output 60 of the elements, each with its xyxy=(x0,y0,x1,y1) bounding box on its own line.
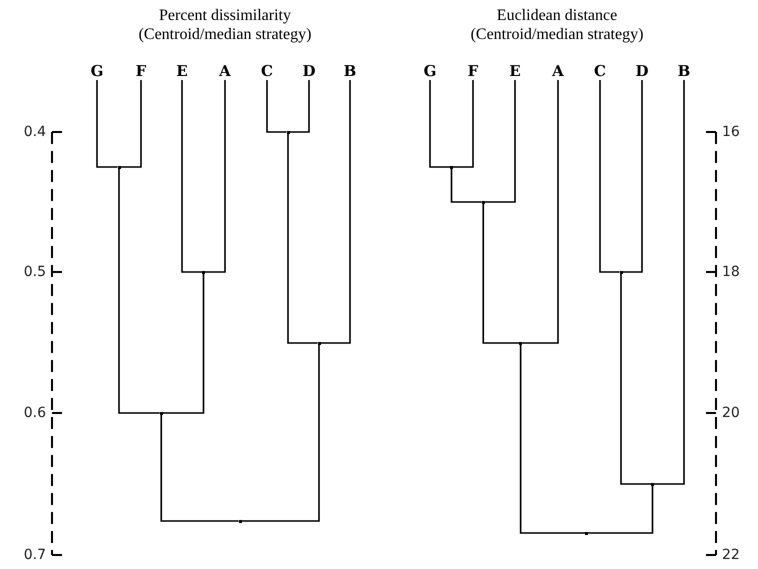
leaf-label: A xyxy=(217,62,233,80)
panel-title: Percent dissimilarity (Centroid/median strategy) xyxy=(138,6,312,44)
merge-point xyxy=(651,482,654,486)
dendrogram-branch xyxy=(96,80,118,168)
dendrogram-branch xyxy=(266,80,286,133)
leaf-label: B xyxy=(676,62,692,80)
dendrogram-branch xyxy=(287,134,318,344)
axis-tick-label: 0.4 xyxy=(24,124,46,140)
dendrogram-branch xyxy=(450,168,482,203)
leaf-label: G xyxy=(89,62,105,80)
merge-point xyxy=(202,270,205,274)
leaf-label: C xyxy=(592,62,608,80)
dendrogram-branch xyxy=(622,80,643,273)
dendrogram-branch xyxy=(118,168,160,414)
dendrogram-branch xyxy=(520,344,586,534)
axis-tick-label: 16 xyxy=(722,124,740,140)
leaf-label: E xyxy=(174,62,190,80)
dendrogram-branch xyxy=(429,80,450,168)
dendrogram-branch xyxy=(620,274,651,485)
dendrogram-branch xyxy=(242,344,320,522)
leaf-label: D xyxy=(634,62,650,80)
dendrogram-branch xyxy=(181,80,202,273)
axis-tick-label: 0.7 xyxy=(24,547,46,563)
dendrogram-branch xyxy=(482,204,520,344)
axis-tick-label: 22 xyxy=(722,547,740,563)
leaf-label: B xyxy=(342,62,358,80)
leaf-label: E xyxy=(507,62,523,80)
merge-point xyxy=(519,342,522,344)
dendrogram-branch xyxy=(160,414,239,522)
dendrogram-branch xyxy=(599,80,620,273)
axis-tick-label: 0.6 xyxy=(24,405,46,421)
leaf-label: F xyxy=(133,62,149,80)
merge-point xyxy=(482,200,485,204)
dendrogram-branch xyxy=(120,80,142,168)
leaf-label: G xyxy=(422,62,438,80)
dendrogram-branch xyxy=(588,486,654,534)
merge-point xyxy=(286,130,290,134)
merge-point xyxy=(160,412,163,414)
axis-tick-label: 18 xyxy=(722,264,740,280)
dendrogram-branch xyxy=(162,274,204,414)
merge-point xyxy=(450,166,453,168)
dendrogram-branch xyxy=(205,80,226,273)
dendrogram-branch xyxy=(320,80,351,344)
merge-point xyxy=(318,342,320,344)
merge-point xyxy=(238,520,242,522)
merge-point xyxy=(585,532,588,534)
merge-point xyxy=(118,166,120,168)
dendrogram-branch xyxy=(522,80,559,344)
dendrogram-branch xyxy=(290,80,310,133)
axis-tick-label: 0.5 xyxy=(24,264,46,280)
merge-point xyxy=(620,270,622,274)
leaf-label: C xyxy=(259,62,275,80)
leaf-label: D xyxy=(301,62,317,80)
dendrogram-branch xyxy=(453,80,474,168)
dendrogram-branch xyxy=(484,80,516,203)
leaf-label: A xyxy=(550,62,566,80)
leaf-label: F xyxy=(465,62,481,80)
panel-title: Euclidean distance (Centroid/median strategy) xyxy=(470,6,644,44)
dendrogram-branch xyxy=(654,80,685,485)
axis-tick-label: 20 xyxy=(722,405,740,421)
